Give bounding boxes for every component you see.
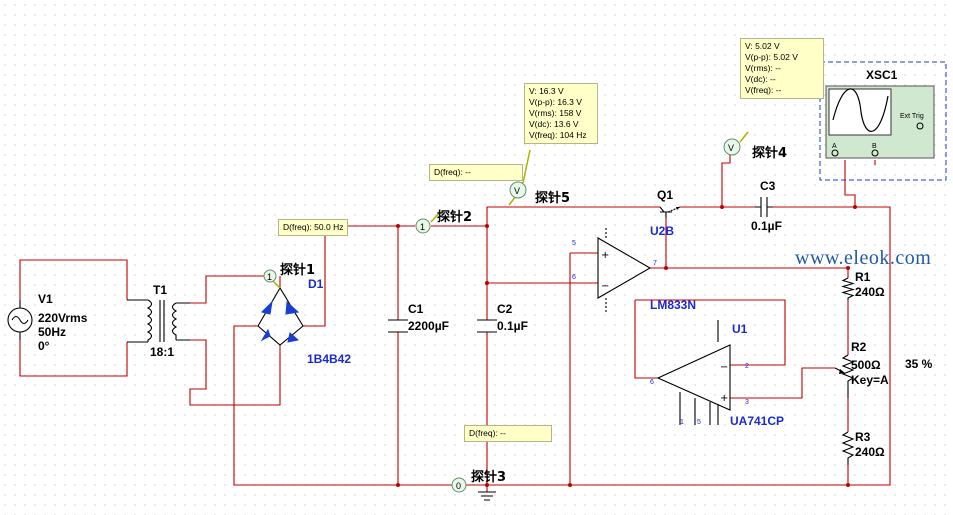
- probe-4-label: 探针4: [752, 145, 787, 161]
- q1-name: Q1: [657, 188, 673, 202]
- c1-capacitor[interactable]: [388, 319, 408, 333]
- u1-name: U1: [732, 322, 748, 336]
- svg-text:−: −: [720, 362, 728, 373]
- tooltip-line: D(freq): 50.0 Hz: [283, 222, 344, 232]
- probe-5-tooltip: V: 16.3 V V(p-p): 16.3 V V(rms): 158 V V…: [524, 83, 598, 144]
- tooltip-line: V(freq): 104 Hz: [529, 130, 587, 140]
- r2-value: 500Ω: [851, 358, 881, 372]
- xsc1-ext-trig: Ext Trig: [900, 113, 924, 120]
- q1-transistor[interactable]: [659, 206, 681, 218]
- c3-value: 0.1µF: [751, 219, 782, 233]
- tooltip-line: V(p-p): 5.02 V: [745, 52, 798, 62]
- u1-pin-2: 2: [745, 363, 749, 370]
- tooltip-line: V(rms): --: [745, 63, 781, 73]
- v1-source[interactable]: [7, 300, 33, 340]
- v1-phase: 0°: [38, 339, 50, 353]
- tooltip-line: V: 16.3 V: [529, 86, 564, 96]
- u1-pin-3: 3: [745, 399, 749, 406]
- tooltip-line: D(freq): --: [469, 428, 506, 438]
- probe-3-label: 探针3: [471, 469, 506, 485]
- u1-pin-6: 6: [650, 379, 654, 386]
- v1-freq: 50Hz: [38, 325, 66, 339]
- v1-voltage: 220Vrms: [38, 311, 88, 325]
- probe-1[interactable]: 1: [263, 269, 281, 289]
- tooltip-line: V(rms): 158 V: [529, 108, 582, 118]
- r2-percent: 35 %: [905, 357, 933, 371]
- t1-transformer[interactable]: [127, 299, 190, 343]
- tooltip-line: D(freq): --: [434, 167, 471, 177]
- watermark-text: www.eleok.com: [795, 247, 932, 269]
- junctions: [396, 205, 857, 487]
- r2-potentiometer[interactable]: [834, 354, 855, 398]
- d1-bridge[interactable]: [257, 286, 304, 346]
- u1-pin-1: 1: [680, 419, 684, 426]
- c1-value: 2200µF: [408, 319, 449, 333]
- c2-capacitor[interactable]: [477, 319, 497, 333]
- u1-opamp[interactable]: − +: [656, 320, 731, 425]
- probe-4[interactable]: V: [723, 131, 749, 156]
- tooltip-line: V(dc): --: [745, 74, 776, 84]
- tooltip-line: V(dc): 13.6 V: [529, 119, 579, 129]
- probe-1-tooltip: D(freq): 50.0 Hz: [278, 219, 349, 236]
- probe-2-label: 探针2: [437, 209, 472, 225]
- t1-ratio: 18:1: [150, 345, 174, 359]
- u2b-part: LM833N: [650, 298, 696, 312]
- probe-2-marker: 1: [420, 222, 425, 232]
- r2-name: R2: [851, 340, 867, 354]
- probe-3-tooltip: D(freq): --: [464, 425, 552, 442]
- tooltip-line: V(freq): --: [745, 85, 782, 95]
- r1-name: R1: [855, 270, 871, 284]
- u2b-pin-6: 6: [572, 274, 576, 281]
- probe-3-marker: 0: [456, 481, 461, 491]
- probe-5-marker: V: [514, 186, 520, 196]
- tooltip-line: V: 5.02 V: [745, 41, 780, 51]
- probe-4-marker: V: [728, 143, 734, 153]
- wires: [19, 155, 891, 492]
- u1-part: UA741CP: [730, 414, 784, 428]
- xsc1-name: XSC1: [866, 68, 898, 82]
- r3-resistor[interactable]: [841, 431, 855, 465]
- u2b-pin-7: 7: [653, 260, 657, 267]
- r3-name: R3: [855, 430, 871, 444]
- u2b-name: U2B: [650, 224, 674, 238]
- d1-part: 1B4B42: [307, 352, 351, 366]
- c3-name: C3: [760, 179, 776, 193]
- r1-resistor[interactable]: [841, 277, 855, 300]
- xsc1-ch-b: B: [872, 143, 877, 150]
- v1-name: V1: [38, 292, 53, 306]
- c3-capacitor[interactable]: [755, 197, 773, 217]
- c2-name: C2: [497, 302, 513, 316]
- u2b-pin-5: 5: [572, 240, 576, 247]
- svg-text:+: +: [720, 393, 728, 404]
- svg-text:+: +: [601, 250, 609, 261]
- probe-1-marker: 1: [267, 272, 272, 282]
- r3-value: 240Ω: [855, 445, 885, 459]
- probe-5[interactable]: V: [508, 149, 531, 206]
- u2b-opamp[interactable]: + −: [597, 228, 652, 312]
- probe-4-tooltip: V: 5.02 V V(p-p): 5.02 V V(rms): -- V(dc…: [740, 38, 824, 99]
- svg-text:−: −: [601, 281, 609, 292]
- xsc1-oscilloscope[interactable]: [819, 61, 947, 181]
- c2-value: 0.1µF: [497, 319, 528, 333]
- probe-1-label: 探针1: [280, 262, 315, 278]
- t1-name: T1: [153, 283, 167, 297]
- u1-pin-5: 5: [697, 419, 701, 426]
- ground-symbol: [478, 491, 496, 501]
- xsc1-ch-a: A: [832, 143, 837, 150]
- tooltip-line: V(p-p): 16.3 V: [529, 97, 582, 107]
- probe-3[interactable]: 0: [451, 477, 467, 493]
- probe-2[interactable]: 1: [415, 211, 441, 234]
- probe-2-tooltip: D(freq): --: [429, 164, 523, 181]
- r1-value: 240Ω: [855, 285, 885, 299]
- probe-5-label: 探针5: [535, 190, 570, 206]
- d1-name: D1: [308, 277, 324, 291]
- c1-name: C1: [408, 302, 424, 316]
- r2-key: Key=A: [851, 373, 889, 387]
